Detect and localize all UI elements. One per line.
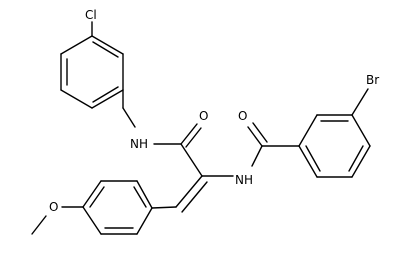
bond: [298, 145, 318, 178]
bond-oxygen-to-methyl: [31, 215, 47, 235]
bond-vinyl-double-b: [181, 181, 208, 213]
bond: [351, 114, 371, 147]
bond: [60, 89, 93, 109]
carbonyl-oxygen-label: O: [199, 109, 208, 123]
bond-carbonyl-double-a: [180, 123, 198, 145]
methoxyphenyl-ring: [82, 180, 153, 235]
bromine-label: Br: [366, 73, 379, 87]
bromophenyl-ring: [298, 114, 371, 178]
bond: [136, 207, 153, 235]
bond: [133, 186, 147, 208]
bond: [89, 186, 105, 208]
bond: [91, 89, 124, 109]
bond-carbonyl-to-alpha: [180, 143, 203, 177]
bond: [305, 145, 321, 172]
bond-benzoyl-co-double-b: [252, 122, 268, 143]
bond: [92, 41, 119, 58]
bond-benzoyl-co-double-a: [247, 126, 263, 147]
bond: [91, 35, 124, 55]
bond-vinyl-to-ring: [151, 206, 177, 209]
amide-nh2-label: NH: [235, 173, 253, 187]
bond-carbonyl-double-b: [185, 127, 202, 148]
chlorine-label: Cl: [85, 8, 97, 22]
bond: [136, 180, 153, 209]
ether-oxygen-label: O: [49, 200, 58, 214]
bond: [60, 35, 93, 55]
bond-nh2-to-carbonyl: [251, 145, 263, 167]
amide-nh-label: NH: [130, 137, 148, 151]
chlorophenyl-ring: [60, 35, 124, 109]
bond: [82, 206, 102, 235]
bond-ring-to-br: [351, 88, 369, 116]
bond: [298, 114, 318, 147]
benzoyl-oxygen-label: O: [238, 109, 247, 123]
bond-vinyl-double-a: [175, 175, 203, 208]
bond: [348, 145, 364, 172]
bond: [351, 145, 371, 178]
bond-ring-to-nh: [122, 107, 136, 128]
bond: [82, 180, 102, 208]
bond: [92, 86, 119, 103]
